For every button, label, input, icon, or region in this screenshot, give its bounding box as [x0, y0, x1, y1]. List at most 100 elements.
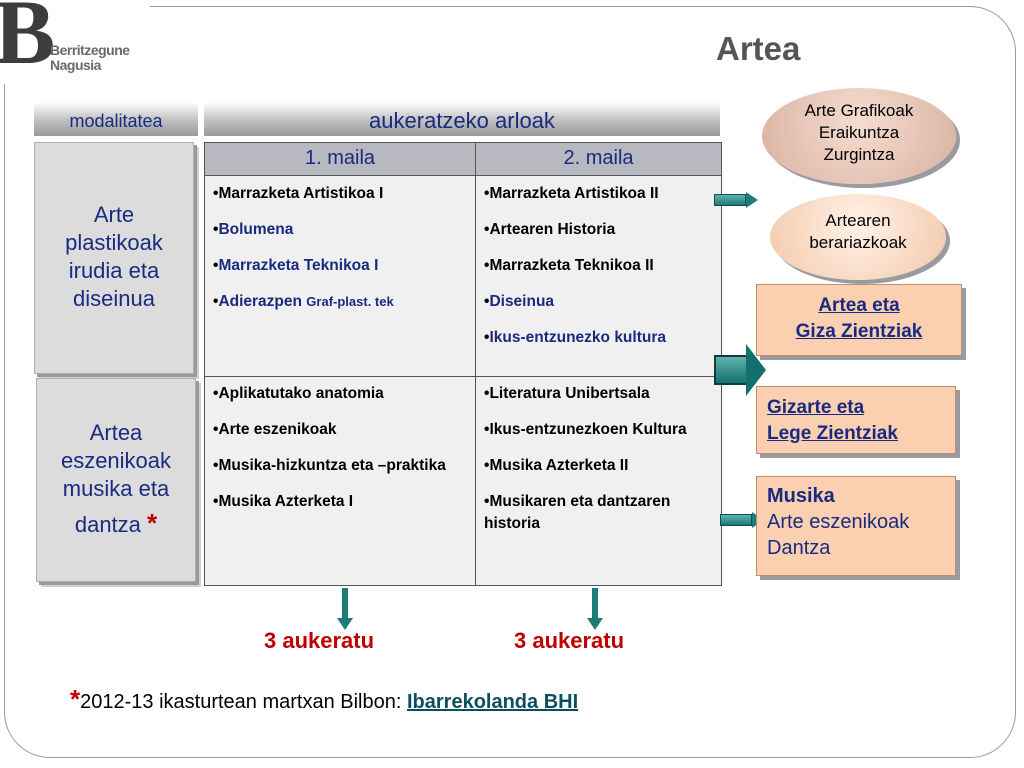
subject-item: •Musika Azterketa I: [213, 491, 471, 513]
subject-text: Arte eszenikoak: [218, 421, 337, 438]
arrow-head: [587, 618, 603, 630]
bullet-mark: •: [484, 185, 490, 202]
bullet-mark: •: [484, 493, 490, 510]
subject-text: Literatura Unibertsala: [489, 385, 650, 402]
mod2-line-last: dantza *: [37, 509, 195, 539]
bullet-mark: •: [213, 421, 219, 438]
bullet-mark: •: [213, 185, 219, 202]
cell-row1-col2: •Marrazketa Artistikoa II•Artearen Histo…: [484, 183, 720, 363]
arrow-head: [337, 618, 353, 630]
subject-text: Diseinua: [489, 293, 555, 310]
musika-title: Musika: [767, 485, 835, 507]
column-header-2: 2. maila: [476, 143, 721, 176]
slide-title: Artea: [716, 30, 801, 67]
bullet-mark: •: [484, 293, 490, 310]
grid-divider-vertical: [475, 143, 476, 585]
subject-item: •Artearen Historia: [484, 219, 720, 241]
subject-text: Adierazpen: [218, 293, 307, 310]
mod1-line: irudia eta: [68, 258, 160, 283]
bullet-mark: •: [484, 385, 490, 402]
arrow-stem: [592, 588, 598, 618]
cell-row1-col1: •Marrazketa Artistikoa I•Bolumena•Marraz…: [213, 183, 471, 327]
footnote-text: 2012-13 ikasturtean martxan Bilbon:: [80, 691, 407, 713]
bullet-mark: •: [213, 457, 219, 474]
subject-text: Musika Azterketa II: [489, 457, 629, 474]
subject-item: •Marrazketa Artistikoa II: [484, 183, 720, 205]
logo-text: Berritzegune Nagusia: [50, 43, 130, 73]
subject-text: Aplikatutako anatomia: [218, 385, 384, 402]
oval-arte-grafikoak: Arte Grafikoak Eraikuntza Zurgintza: [762, 88, 956, 184]
subject-text: Musikaren eta dantzaren historia: [484, 493, 671, 532]
subject-text: Musika Azterketa I: [218, 493, 354, 510]
subject-item: •Bolumena: [213, 219, 471, 241]
subject-text: Ikus-entzunezkoen Kultura: [489, 421, 687, 438]
big-arrow-head: [746, 344, 766, 396]
aukeratu-left: 3 aukeratu: [264, 628, 375, 653]
subject-item: •Marrazketa Teknikoa I: [213, 255, 471, 277]
oval1-line: Eraikuntza: [818, 123, 900, 142]
oval1-line: Arte Grafikoak: [804, 101, 914, 120]
logo-line1: Berritzegune: [50, 42, 130, 58]
oval1-line: Zurgintza: [823, 145, 895, 164]
aukeratu-right: 3 aukeratu: [514, 628, 625, 653]
bullet-mark: •: [213, 257, 219, 274]
logo-letter: B: [0, 0, 56, 83]
bullet-mark: •: [484, 421, 490, 438]
bullet-mark: •: [484, 329, 490, 346]
arrow-shaft: [720, 514, 752, 526]
subject-item: •Musika-hizkuntza eta –praktika: [213, 455, 471, 477]
mod1-line: diseinua: [73, 286, 155, 311]
bullet-mark: •: [484, 257, 490, 274]
mod2-line: dantza: [74, 512, 141, 537]
subject-text: Ikus-entzunezko kultura: [489, 329, 666, 346]
bullet-mark: •: [213, 385, 219, 402]
subject-text: Musika-hizkuntza eta –praktika: [218, 457, 446, 474]
subject-item: •Aplikatutako anatomia: [213, 383, 471, 405]
ibarrekolanda-link[interactable]: Ibarrekolanda BHI: [406, 691, 579, 713]
big-arrow-body: [714, 355, 748, 385]
logo-line2: Nagusia: [50, 57, 101, 73]
subject-item: •Musika Azterketa II: [484, 455, 720, 477]
cell-row2-col2: •Literatura Unibertsala•Ikus-entzunezkoe…: [484, 383, 720, 549]
musika-line: Arte eszenikoak: [767, 511, 910, 533]
modality-plastikoak: Arte plastikoak irudia eta diseinua: [34, 142, 194, 374]
aukeratzeko-header: aukeratzeko arloak: [204, 102, 720, 136]
mod2-line: Artea: [89, 420, 143, 445]
subject-item: •Literatura Unibertsala: [484, 383, 720, 405]
subject-text: Artearen Historia: [489, 221, 616, 238]
subject-text: Marrazketa Teknikoa I: [218, 257, 379, 274]
arrow-shaft: [714, 194, 746, 206]
oval2-line: Artearen: [825, 211, 891, 230]
down-arrow-left: [337, 588, 353, 630]
grid-divider-horizontal: [205, 376, 721, 377]
subject-text: Bolumena: [218, 221, 294, 238]
mod1-line: Arte: [93, 202, 135, 227]
gizarte-line: Lege Zientziak: [767, 423, 898, 444]
oval2-line: berariazkoak: [809, 233, 907, 252]
box-musika: Musika Arte eszenikoak Dantza: [756, 476, 956, 576]
subject-item: •Marrazketa Teknikoa II: [484, 255, 720, 277]
musika-line: Dantza: [767, 537, 831, 559]
arrow-head: [746, 192, 758, 208]
giza-line: Artea eta: [818, 295, 900, 316]
mod1-line: plastikoak: [65, 230, 163, 255]
footnote-star: *: [70, 684, 81, 714]
bullet-mark: •: [213, 293, 219, 310]
bullet-mark: •: [484, 221, 490, 238]
subject-small-text: Graf-plast. tek: [306, 294, 394, 309]
logo-area: [0, 0, 150, 84]
arrow-to-ovals: [714, 192, 758, 208]
cell-row2-col1: •Aplikatutako anatomia•Arte eszenikoak•M…: [213, 383, 471, 527]
subject-text: Marrazketa Teknikoa II: [489, 257, 654, 274]
mod2-line: eszenikoak: [60, 448, 172, 473]
bullet-mark: •: [213, 493, 219, 510]
modalitatea-header: modalitatea: [34, 102, 198, 136]
modality-eszenikoak: Artea eszenikoak musika eta dantza *: [36, 378, 196, 582]
mod2-line: musika eta: [62, 476, 170, 501]
subject-item: •Musikaren eta dantzaren historia: [484, 491, 720, 535]
footnote: *2012-13 ikasturtean martxan Bilbon: Iba…: [70, 684, 578, 715]
down-arrow-right: [587, 588, 603, 630]
column-header-1: 1. maila: [205, 143, 475, 176]
subject-item: •Diseinua: [484, 291, 720, 313]
subject-item: •Ikus-entzunezkoen Kultura: [484, 419, 720, 441]
